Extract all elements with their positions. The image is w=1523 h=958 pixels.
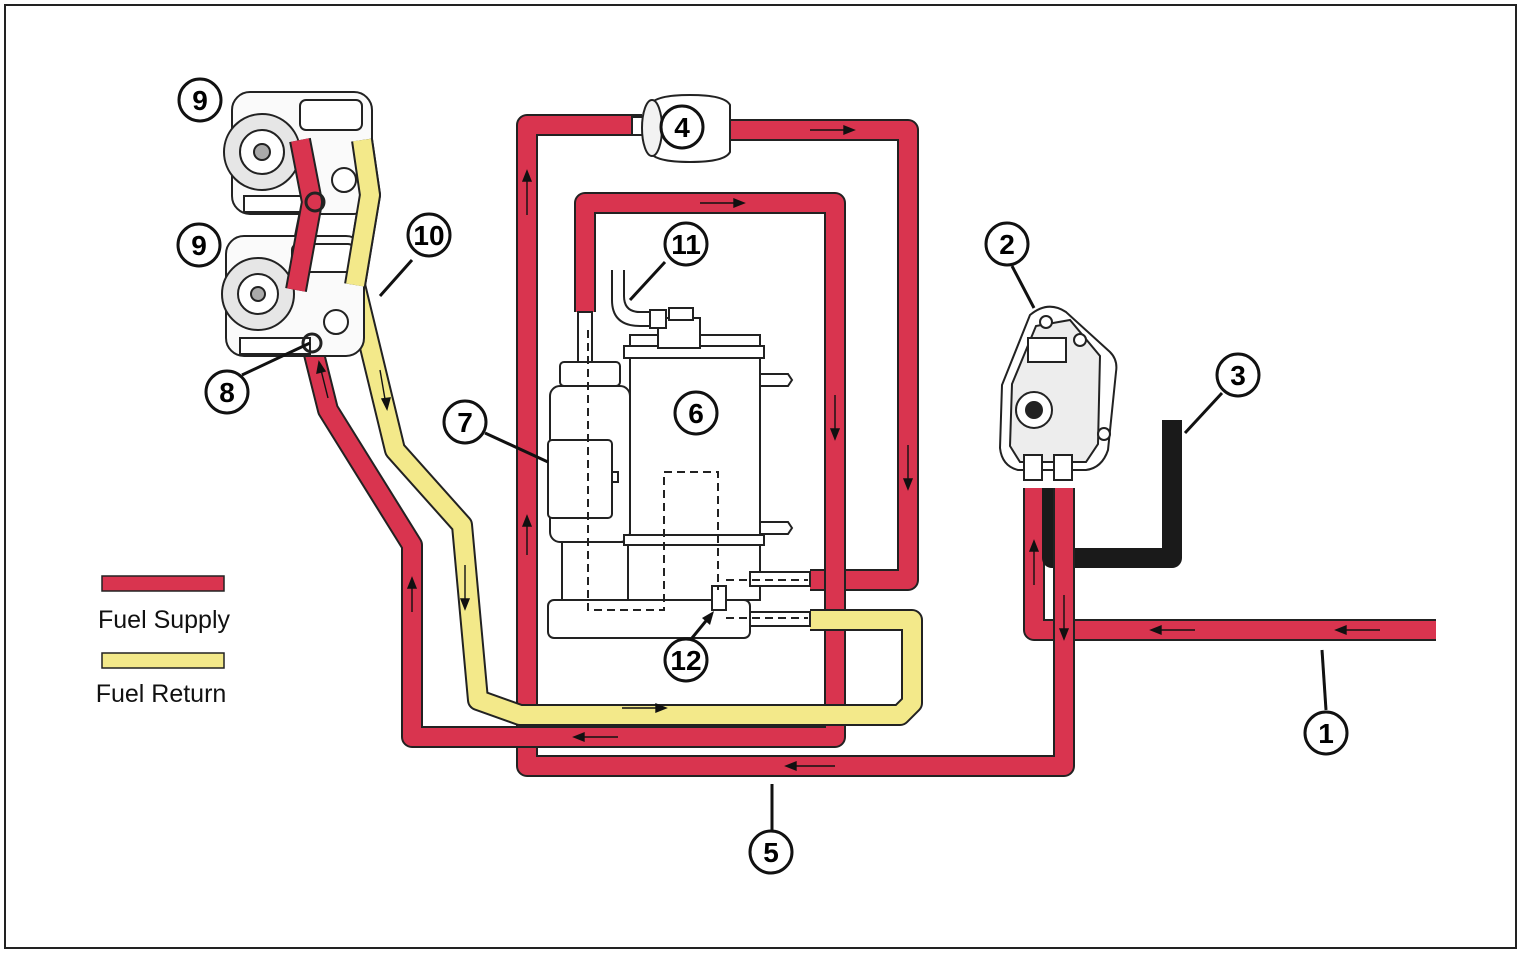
svg-text:5: 5 bbox=[763, 837, 779, 868]
flow-arrow bbox=[700, 197, 746, 209]
svg-text:8: 8 bbox=[219, 377, 235, 408]
legend-swatch-supply bbox=[101, 575, 225, 592]
flow-arrow bbox=[406, 576, 418, 612]
leader-line-7 bbox=[484, 431, 549, 464]
legend-label-return: Fuel Return bbox=[96, 680, 227, 708]
svg-text:10: 10 bbox=[413, 220, 444, 251]
mechanical-fuel-pump bbox=[998, 305, 1118, 481]
flow-arrow bbox=[521, 169, 533, 215]
callout-5: 5 bbox=[748, 829, 794, 875]
vent-fitting bbox=[611, 270, 667, 329]
callout-4: 4 bbox=[659, 104, 705, 150]
flow-arrow bbox=[572, 731, 618, 743]
flow-arrow bbox=[1028, 539, 1040, 585]
leader-line-11 bbox=[628, 260, 667, 302]
svg-text:2: 2 bbox=[999, 229, 1015, 260]
callout-1: 1 bbox=[1303, 710, 1349, 756]
svg-text:11: 11 bbox=[671, 229, 701, 260]
svg-text:9: 9 bbox=[192, 85, 208, 116]
callout-11: 11 bbox=[663, 221, 709, 267]
legend-label-supply: Fuel Supply bbox=[98, 606, 231, 634]
rail-connection-8 bbox=[301, 332, 323, 354]
leader-arrowhead-12 bbox=[702, 611, 714, 625]
flow-arrow bbox=[316, 360, 329, 399]
flow-arrow bbox=[810, 124, 856, 136]
svg-text:7: 7 bbox=[457, 407, 473, 438]
leader-line-8 bbox=[241, 341, 311, 377]
leader-line-1 bbox=[1320, 649, 1328, 711]
callout-12: 12 bbox=[663, 637, 709, 683]
rail-connection-upper bbox=[304, 191, 326, 213]
svg-text:12: 12 bbox=[670, 645, 701, 676]
flow-arrow bbox=[521, 514, 533, 555]
callout-6: 6 bbox=[673, 390, 719, 436]
svg-text:4: 4 bbox=[674, 112, 690, 143]
flow-arrow bbox=[1334, 624, 1380, 636]
hose-3-vent bbox=[1042, 420, 1182, 568]
leader-line-2 bbox=[1010, 265, 1036, 309]
flow-arrow bbox=[784, 760, 835, 772]
callout-8: 8 bbox=[204, 369, 250, 415]
callout-2: 2 bbox=[984, 221, 1030, 267]
flow-arrow bbox=[459, 565, 471, 611]
callout-7: 7 bbox=[442, 399, 488, 445]
flow-arrow bbox=[1149, 624, 1195, 636]
legend-swatch-return bbox=[101, 652, 225, 669]
svg-text:6: 6 bbox=[688, 398, 704, 429]
svg-text:9: 9 bbox=[191, 230, 207, 261]
flow-arrow bbox=[1058, 595, 1070, 641]
legend: Fuel Supply Fuel Return bbox=[96, 575, 231, 708]
callout-9-upper: 9 bbox=[177, 77, 223, 123]
svg-text:1: 1 bbox=[1318, 718, 1334, 749]
fuel-rail-lower bbox=[221, 235, 365, 357]
callout-10: 10 bbox=[406, 212, 452, 258]
svg-text:3: 3 bbox=[1230, 360, 1246, 391]
leader-line-10 bbox=[378, 259, 414, 297]
flow-arrow bbox=[379, 369, 391, 411]
callout-9-lower: 9 bbox=[176, 222, 222, 268]
flow-arrow bbox=[622, 702, 668, 714]
leader-line-3 bbox=[1183, 391, 1224, 435]
internal-flow-paths bbox=[587, 330, 808, 619]
electric-fuel-pump bbox=[547, 311, 631, 601]
flow-arrow bbox=[902, 445, 914, 491]
callout-3: 3 bbox=[1215, 352, 1261, 398]
flow-arrow bbox=[829, 395, 841, 441]
